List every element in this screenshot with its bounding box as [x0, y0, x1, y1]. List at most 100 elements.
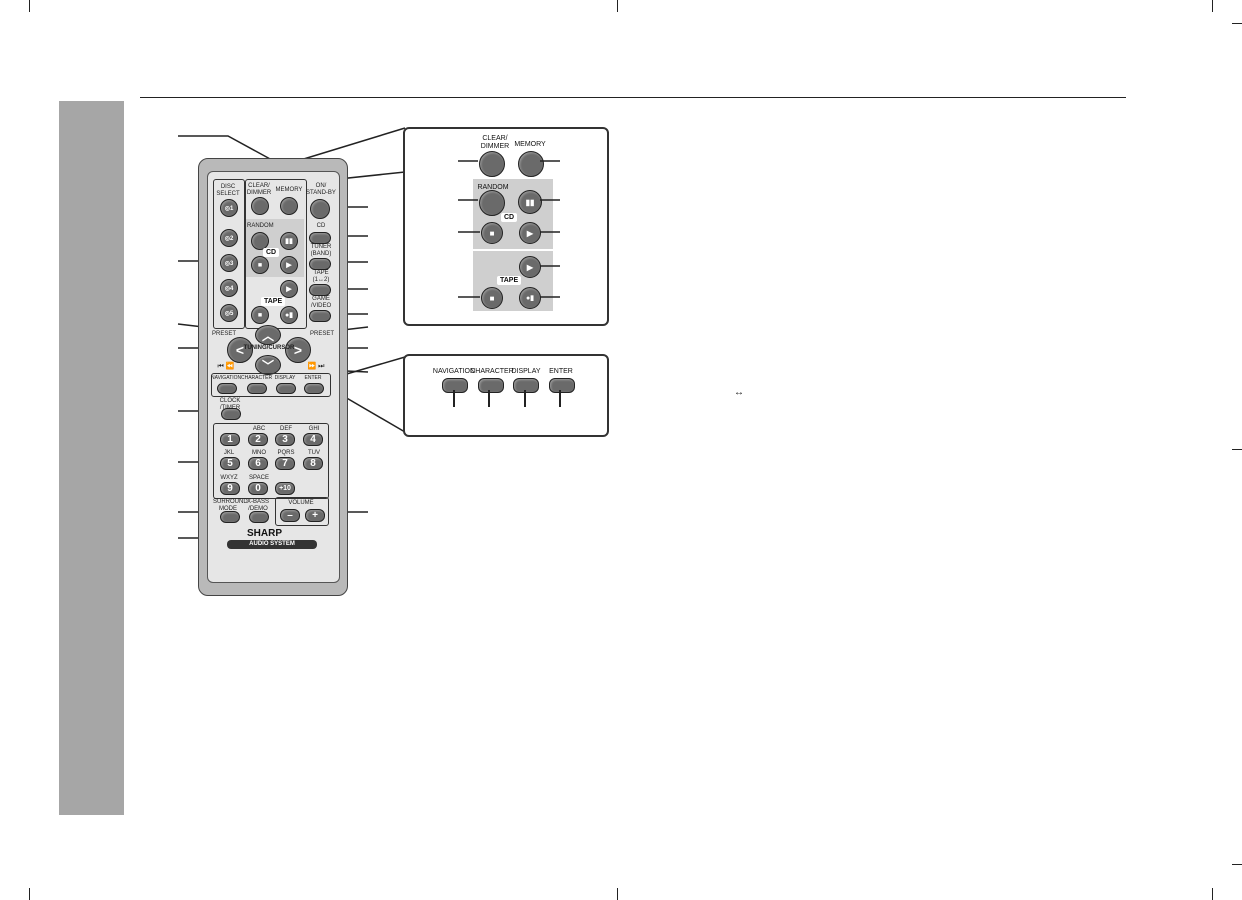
tape-play-button[interactable]: ▶	[280, 280, 298, 298]
key-5-button[interactable]: 5	[220, 457, 240, 470]
navigation-button[interactable]	[217, 383, 237, 394]
key-2-button[interactable]: 2	[248, 433, 268, 446]
detail-character-button[interactable]	[478, 378, 504, 393]
detail-navigation-button[interactable]	[442, 378, 468, 393]
remote-control: DISC SELECT ◎1 ◎2 ◎3 ◎4 ◎5 CLEAR/ DIMMER…	[198, 158, 348, 596]
detail-enter-button[interactable]	[549, 378, 575, 393]
key-letters: WXYZ	[220, 475, 238, 481]
key-1-button[interactable]: 1	[220, 433, 240, 446]
tape-12-button[interactable]	[309, 284, 331, 296]
preset-down-label: PRESET	[211, 331, 236, 337]
cd-pause-button[interactable]: ▮▮	[280, 232, 298, 250]
cd-function-button[interactable]	[309, 232, 331, 244]
memory-button[interactable]	[280, 197, 298, 215]
tape-record-button[interactable]: ●▮	[280, 306, 298, 324]
enter-button[interactable]	[304, 383, 324, 394]
xbass-demo-label: X-BASS /DEMO	[246, 499, 269, 512]
random-button[interactable]	[251, 232, 269, 250]
disc-select-label: DISC SELECT	[216, 184, 240, 197]
navigation-label: NAVIGATION	[211, 375, 242, 381]
key-letters: SPACE	[249, 475, 269, 481]
cursor-down-button[interactable]: ﹀	[255, 355, 281, 375]
clock-timer-button[interactable]	[221, 408, 241, 420]
detail-cd-play-button[interactable]: ▶	[519, 222, 541, 244]
cursor-up-button[interactable]: ︿	[255, 325, 281, 345]
audio-system-badge: AUDIO SYSTEM	[227, 540, 317, 549]
tape-stop-button[interactable]: ■	[251, 306, 269, 324]
key-letters: TUV	[308, 450, 320, 456]
key-9-button[interactable]: 9	[220, 482, 240, 495]
detail-tick	[559, 390, 561, 407]
clear-dimmer-button[interactable]	[251, 197, 269, 215]
detail-memory-button[interactable]	[518, 151, 544, 177]
navigation-group	[211, 373, 331, 397]
detail-cd-pause-button[interactable]: ▮▮	[518, 190, 542, 214]
xbass-demo-button[interactable]	[249, 511, 269, 523]
detail-clear-dimmer-label: CLEAR/ DIMMER	[480, 135, 510, 150]
disc-5-button[interactable]: ◎5	[220, 304, 238, 322]
surround-mode-button[interactable]	[220, 511, 240, 523]
character-button[interactable]	[247, 383, 267, 394]
key-letters: DEF	[280, 426, 292, 432]
key-3-button[interactable]: 3	[275, 433, 295, 446]
detail-display-label: DISPLAY	[511, 368, 541, 375]
detail-character-label: CHARACTER	[470, 368, 514, 375]
volume-group	[275, 497, 329, 526]
key-8-button[interactable]: 8	[303, 457, 323, 470]
crop-mark	[1232, 449, 1242, 450]
header-rule	[140, 97, 1126, 98]
key-7-button[interactable]: 7	[275, 457, 295, 470]
numeric-keypad	[213, 423, 329, 499]
cursor-left-button[interactable]: <	[227, 337, 253, 363]
detail-tape-play-button[interactable]: ▶	[519, 256, 541, 278]
clear-dimmer-label: CLEAR/ DIMMER	[246, 183, 272, 196]
detail-random-button[interactable]	[479, 190, 505, 216]
cd-play-button[interactable]: ▶	[280, 256, 298, 274]
key-0-button[interactable]: 0	[248, 482, 268, 495]
cd-function-label: CD	[316, 223, 326, 229]
detail-tape-stop-button[interactable]: ■	[481, 287, 503, 309]
tuner-band-button[interactable]	[309, 258, 331, 270]
standby-button[interactable]	[310, 199, 330, 219]
key-plus10-button[interactable]: +10	[275, 482, 295, 495]
tuner-band-label: TUNER (BAND)	[310, 244, 332, 257]
detail-tape-record-button[interactable]: ●▮	[519, 287, 541, 309]
volume-up-button[interactable]: +	[305, 509, 325, 522]
crop-mark	[29, 0, 30, 12]
crop-mark	[617, 0, 618, 12]
disc-4-button[interactable]: ◎4	[220, 279, 238, 297]
volume-down-button[interactable]: –	[280, 509, 300, 522]
detail-clear-dimmer-button[interactable]	[479, 151, 505, 177]
key-letters: JKL	[223, 450, 235, 456]
detail-tape-label: TAPE	[497, 276, 522, 285]
cursor-right-button[interactable]: >	[285, 337, 311, 363]
surround-mode-label: SURROUND MODE	[213, 499, 248, 512]
crop-mark	[617, 888, 618, 900]
key-4-button[interactable]: 4	[303, 433, 323, 446]
tape-12-label: TAPE (1↔2)	[312, 270, 330, 283]
detail-enter-label: ENTER	[549, 368, 573, 375]
tape-label: TAPE	[261, 297, 286, 306]
crop-mark	[1212, 0, 1213, 12]
game-video-button[interactable]	[309, 310, 331, 322]
disc-3-button[interactable]: ◎3	[220, 254, 238, 272]
character-label: CHARACTER	[241, 375, 273, 381]
standby-label: ON/ STAND-BY	[306, 183, 336, 196]
display-label: DISPLAY	[274, 375, 296, 381]
key-6-button[interactable]: 6	[248, 457, 268, 470]
crop-mark	[29, 888, 30, 900]
detail-tick	[453, 390, 455, 407]
disc-1-button[interactable]: ◎1	[220, 199, 238, 217]
key-letters: MNO	[252, 450, 266, 456]
random-label: RANDOM	[247, 223, 274, 229]
preset-up-label: PRESET	[309, 331, 334, 337]
cd-stop-button[interactable]: ■	[251, 256, 269, 274]
detail-display-button[interactable]	[513, 378, 539, 393]
detail-cd-stop-button[interactable]: ■	[481, 222, 503, 244]
display-button[interactable]	[276, 383, 296, 394]
side-tab	[59, 101, 124, 815]
detail-cd-label: CD	[501, 213, 518, 222]
disc-2-button[interactable]: ◎2	[220, 229, 238, 247]
key-letters: ABC	[252, 426, 266, 432]
